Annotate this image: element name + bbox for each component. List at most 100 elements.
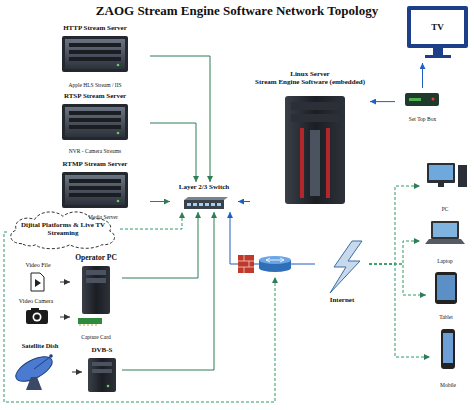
server-node: RTSP Stream ServerNVR - Camera Streams	[40, 92, 150, 154]
video-file-icon	[31, 273, 44, 291]
http-server-icon	[62, 36, 128, 72]
node-label: Satellite Dish	[22, 342, 59, 349]
switch-port	[217, 203, 221, 206]
connector	[72, 372, 82, 373]
connector	[422, 63, 423, 88]
device-node: PC	[420, 160, 470, 212]
pc-tower	[458, 165, 467, 187]
rtsp-server-icon	[62, 104, 128, 140]
connector	[369, 241, 420, 264]
node-sublabel: NVR - Camera Streams	[69, 148, 121, 154]
node-label: Internet	[330, 296, 355, 304]
node-label: RTSP Stream Server	[64, 92, 126, 100]
node-sublabel: Apple HLS Stream / IIS	[68, 82, 121, 88]
node-label: Tablet	[439, 314, 453, 320]
tv-screen	[411, 10, 464, 44]
connector	[150, 123, 196, 182]
receiver-slot	[92, 369, 112, 373]
switch-top	[184, 197, 228, 200]
node-sublabel: Capture Card	[81, 334, 110, 340]
cloud-node: Dijital Platforms & Live TV Streaming	[6, 208, 120, 250]
tv-node: TV	[405, 5, 470, 63]
connector	[60, 282, 70, 283]
source-node: Video Camera	[12, 298, 60, 330]
rtmp-server-icon	[62, 172, 128, 208]
router-top	[259, 256, 291, 264]
stb-led	[432, 98, 435, 101]
router-bottom	[259, 264, 291, 272]
node-label: Video Camera	[19, 298, 53, 305]
node-label: Linux Server	[290, 70, 329, 78]
source-node: Video File	[16, 262, 60, 292]
cloud-shape	[11, 212, 115, 249]
mobile-screen	[443, 333, 453, 363]
tower-panel	[310, 130, 320, 196]
tower-bay	[291, 102, 339, 110]
pc-screen	[429, 165, 453, 180]
camera-lens	[34, 314, 40, 320]
connector	[122, 212, 198, 278]
dish-feed	[49, 354, 53, 358]
switch-port	[199, 203, 203, 206]
camera-top	[31, 308, 39, 311]
tower-stripe	[300, 128, 304, 198]
tower-bay	[86, 278, 106, 283]
internet-bolt	[330, 241, 362, 293]
node-label: Mobile	[440, 382, 456, 388]
connector	[60, 317, 70, 318]
connector	[150, 201, 170, 202]
tv-base	[425, 55, 451, 58]
laptop-base	[425, 239, 465, 244]
satellite-node: Satellite Dish	[8, 342, 72, 392]
connector	[122, 212, 214, 370]
video-file-play	[35, 279, 41, 287]
connector	[120, 212, 182, 229]
connector	[369, 264, 430, 357]
tv-stand	[433, 48, 443, 55]
pc-monitor	[427, 163, 455, 183]
set-top-box-icon	[405, 93, 439, 106]
pc-stand	[438, 183, 444, 187]
switch-body	[184, 200, 224, 209]
switch-port	[205, 203, 209, 206]
capture-card-pins	[80, 324, 96, 326]
router-arrows	[266, 258, 284, 262]
operator-pc-node: Operator PC Capture Card	[70, 254, 122, 340]
connector	[369, 264, 426, 295]
node-label: TV	[431, 22, 444, 32]
internet-node: Internet	[315, 238, 369, 304]
dvb-s-receiver	[88, 358, 116, 392]
switch-port	[193, 203, 197, 206]
operator-pc-tower	[82, 266, 110, 314]
capture-card-icon	[78, 318, 102, 324]
node-label: Dijital Platforms & Live TV Streaming	[20, 221, 106, 237]
firewall-bricks	[238, 255, 254, 273]
node-sublabel: Stream Engine Software (embedded)	[255, 78, 365, 86]
diagram-title: ZAOG Stream Engine Software Network Topo…	[0, 3, 474, 19]
node-label: Operator PC	[75, 254, 117, 263]
switch-port	[211, 203, 215, 206]
firewall-icon	[238, 255, 254, 273]
tower-stripe	[326, 128, 330, 198]
receiver-node: DVB-S	[82, 346, 122, 394]
dish-feed-arm	[34, 357, 50, 369]
connector	[150, 56, 210, 182]
node-label: Video File	[25, 262, 50, 269]
connector	[370, 101, 395, 102]
server-node: HTTP Stream ServerApple HLS Stream / IIS	[40, 24, 150, 88]
tower-bay	[291, 114, 339, 122]
switch-port	[187, 203, 191, 206]
video-camera-icon	[26, 310, 48, 324]
camera-lens-ring	[33, 313, 42, 322]
device-node: Mobile	[430, 326, 466, 388]
laptop-lid	[431, 221, 459, 239]
tablet-icon	[435, 272, 457, 304]
linux-server-node: Linux ServerStream Engine Software (embe…	[250, 70, 370, 207]
receiver-led	[107, 385, 110, 388]
switch-node: Layer 2/3 Switch	[170, 182, 238, 212]
title-bar: ZAOG Stream Engine Software Network Topo…	[0, 3, 474, 19]
stb-display	[409, 98, 421, 101]
server-node: RTMP Stream ServerAdobe Media Server	[40, 160, 150, 220]
dish-stand	[26, 377, 42, 390]
